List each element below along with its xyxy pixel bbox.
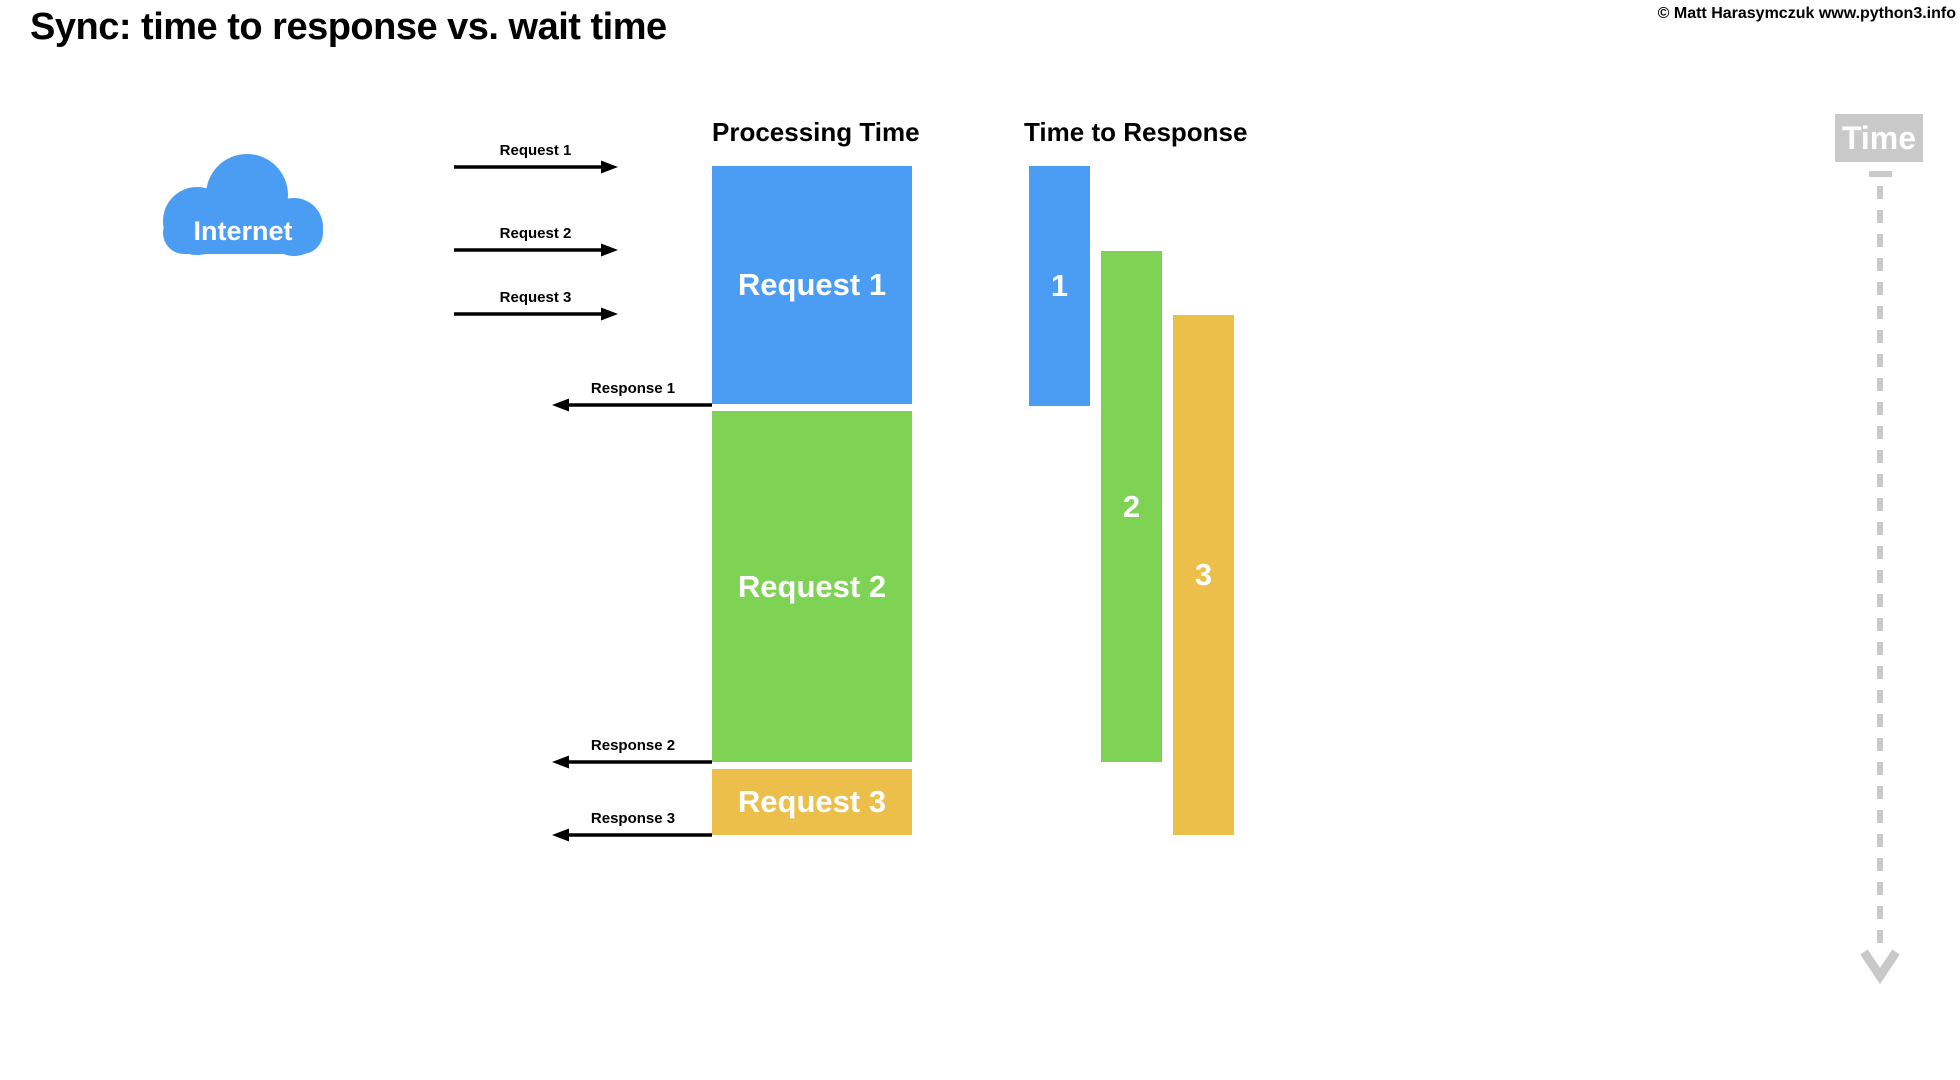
response-3-arrow-label: Response 3 [590, 810, 676, 827]
page-title: Sync: time to response vs. wait time [30, 6, 667, 48]
response-2-arrow [552, 755, 712, 769]
time-axis-arrow [1860, 171, 1900, 985]
request-1-arrow-label: Request 1 [499, 142, 572, 159]
internet-cloud-label: Internet [193, 216, 293, 246]
request-1-arrow [454, 160, 618, 174]
request-3-arrow-label: Request 3 [499, 289, 572, 306]
processing-block-request-3: Request 3 [712, 769, 912, 835]
time-axis-label: Time [1835, 114, 1923, 162]
internet-cloud-icon [163, 154, 323, 256]
processing-time-header: Processing Time [712, 117, 920, 147]
response-3-arrow [552, 828, 712, 842]
copyright-notice: © Matt Harasymczuk www.python3.info [1657, 5, 1956, 22]
request-3-arrow [454, 307, 618, 321]
processing-block-request-2: Request 2 [712, 411, 912, 762]
response-2-arrow-label: Response 2 [590, 737, 676, 754]
request-2-arrow-label: Request 2 [499, 225, 572, 242]
response-1-arrow [552, 398, 712, 412]
processing-block-request-1: Request 1 [712, 166, 912, 404]
time-to-response-bar-3: 3 [1173, 315, 1234, 835]
request-2-arrow [454, 243, 618, 257]
response-1-arrow-label: Response 1 [590, 380, 676, 397]
time-to-response-header: Time to Response [1024, 117, 1248, 147]
time-to-response-bar-1: 1 [1029, 166, 1090, 406]
time-to-response-bar-2: 2 [1101, 251, 1162, 762]
